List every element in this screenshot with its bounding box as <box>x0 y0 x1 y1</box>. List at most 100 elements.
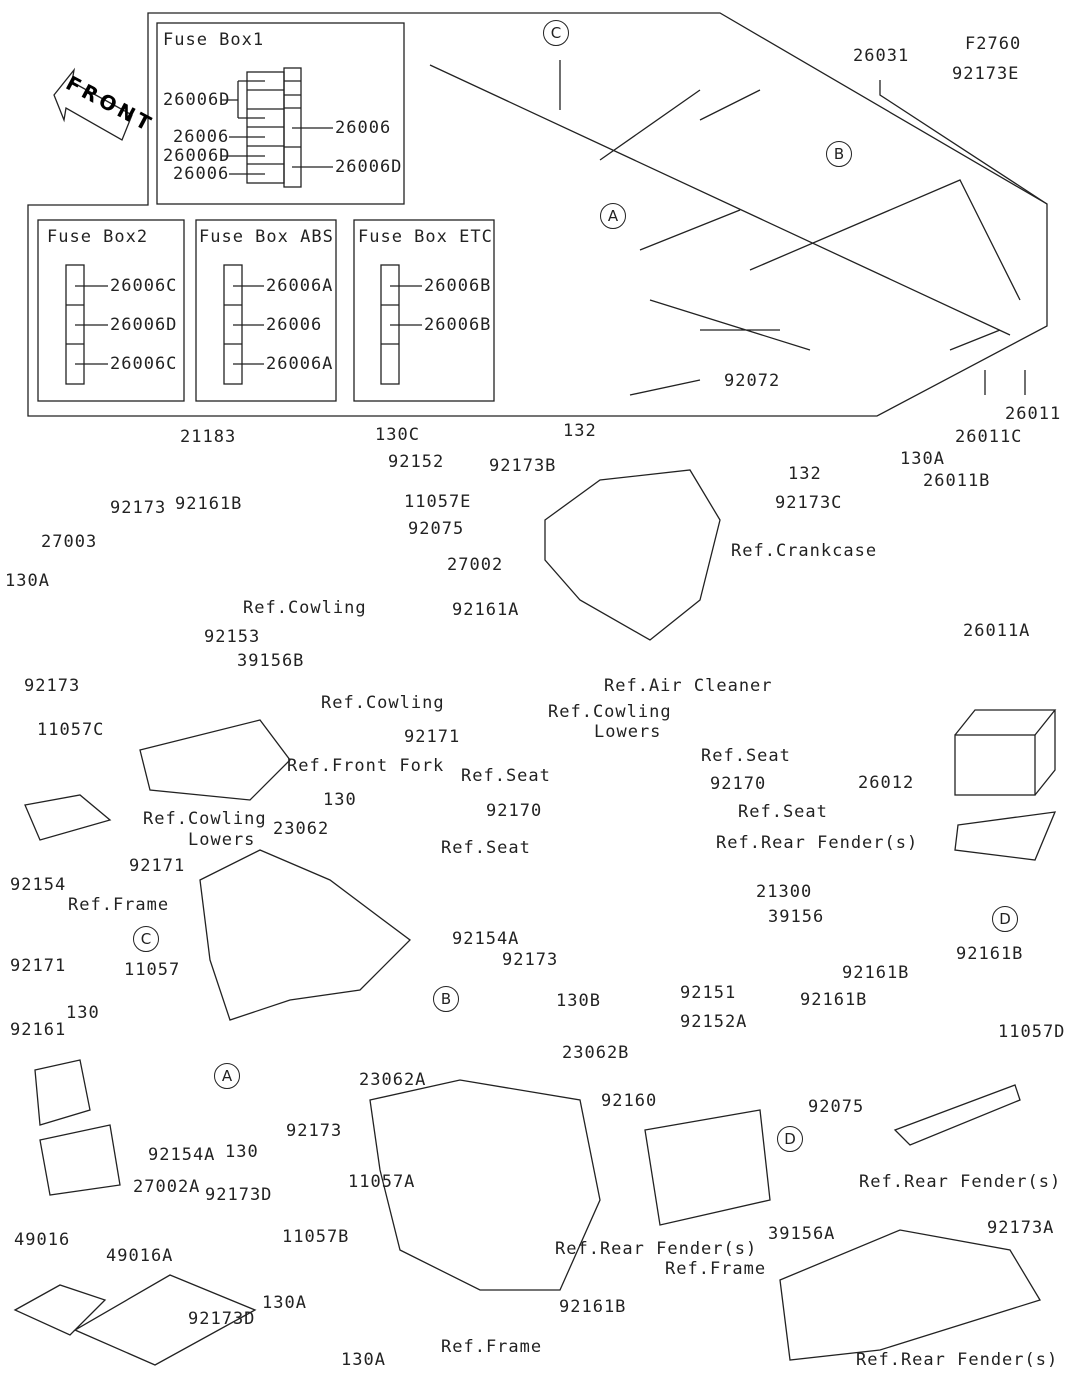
callout-d: D <box>992 906 1018 932</box>
fuse-box-abs-title: Fuse Box ABS <box>199 227 334 247</box>
part-label: 92173 <box>110 498 167 518</box>
part-label: 130 <box>66 1003 100 1023</box>
part-label: 26006 <box>173 127 230 147</box>
part-label: 92171 <box>10 956 67 976</box>
reference-label: Ref.Cowling <box>143 809 267 829</box>
reference-label: Ref.Rear Fender(s) <box>859 1172 1062 1192</box>
callout-b: B <box>433 986 459 1012</box>
reference-label: Ref.Seat <box>701 746 791 766</box>
part-label: 11057A <box>348 1172 416 1192</box>
part-label: 130A <box>5 571 50 591</box>
part-label: 92161B <box>800 990 868 1010</box>
reference-label: Ref.Seat <box>738 802 828 822</box>
part-label: 130A <box>341 1350 386 1370</box>
reference-label: Ref.Front Fork <box>287 756 445 776</box>
part-label: 11057D <box>998 1022 1066 1042</box>
part-label: 92152A <box>680 1012 748 1032</box>
part-label: 27002A <box>133 1177 201 1197</box>
part-label: 39156A <box>768 1224 836 1244</box>
part-label: 26006A <box>266 354 334 374</box>
callout-b: B <box>826 141 852 167</box>
fuse-box-etc-title: Fuse Box ETC <box>358 227 493 247</box>
part-label: 92171 <box>404 727 461 747</box>
part-label: 92161B <box>175 494 243 514</box>
part-label: 26011A <box>963 621 1031 641</box>
reference-label: Ref.Frame <box>665 1259 767 1279</box>
part-label: 92154 <box>10 875 67 895</box>
part-label: 92170 <box>710 774 767 794</box>
frame-shape <box>199 849 411 1021</box>
reference-label: Lowers <box>188 830 256 850</box>
part-label: 92173C <box>775 493 843 513</box>
reference-label: Ref.Rear Fender(s) <box>856 1350 1059 1370</box>
part-label: 92173 <box>502 950 559 970</box>
part-label: 26012 <box>858 773 915 793</box>
part-label: 92173 <box>24 676 81 696</box>
part-label: 23062A <box>359 1070 427 1090</box>
part-label: 92152 <box>388 452 445 472</box>
reference-label: Ref.Rear Fender(s) <box>555 1239 758 1259</box>
part-label: 92173D <box>188 1309 256 1329</box>
callout-d: D <box>777 1126 803 1152</box>
part-label: 26006A <box>266 276 334 296</box>
front-arrow-icon <box>53 67 133 141</box>
harness-frame <box>27 12 1048 417</box>
callout-a: A <box>600 203 626 229</box>
reference-label: Ref.Crankcase <box>731 541 878 561</box>
fuse-box-abs-frame <box>195 219 337 402</box>
part-label: 39156 <box>768 907 825 927</box>
fuse-box1-frame <box>156 22 405 205</box>
part-label: 92173 <box>286 1121 343 1141</box>
reference-label: Ref.Air Cleaner <box>604 676 773 696</box>
figure-code: F2760 <box>965 34 1022 54</box>
callout-c: C <box>543 20 569 46</box>
part-label: 92161 <box>10 1020 67 1040</box>
part-label: 92154A <box>452 929 520 949</box>
part-label: 92173B <box>489 456 557 476</box>
part-label: 23062 <box>273 819 330 839</box>
part-label: 26031 <box>853 46 910 66</box>
part-label: 26011 <box>1005 404 1062 424</box>
part-label: 92171 <box>129 856 186 876</box>
reference-label: Ref.Seat <box>441 838 531 858</box>
part-label: 26011C <box>955 427 1023 447</box>
reference-label: Ref.Frame <box>441 1337 543 1357</box>
reference-label: Ref.Seat <box>461 766 551 786</box>
part-label: 26006C <box>110 276 178 296</box>
fuse-box2-title: Fuse Box2 <box>47 227 149 247</box>
part-label: 92173E <box>952 64 1020 84</box>
part-label: 92161B <box>956 944 1024 964</box>
part-label: 26006 <box>173 164 230 184</box>
part-label: 11057E <box>404 492 472 512</box>
part-label: 92072 <box>724 371 781 391</box>
part-label: 130 <box>225 1142 259 1162</box>
part-label: 92173A <box>987 1218 1055 1238</box>
part-label: 21183 <box>180 427 237 447</box>
part-label: 92161B <box>842 963 910 983</box>
part-label: 27003 <box>41 532 98 552</box>
reference-label: Ref.Rear Fender(s) <box>716 833 919 853</box>
part-label: 27002 <box>447 555 504 575</box>
part-label: 11057B <box>282 1227 350 1247</box>
part-label: 92161B <box>559 1297 627 1317</box>
part-label: 92170 <box>486 801 543 821</box>
battery-shape <box>954 734 1036 796</box>
part-label: 39156B <box>237 651 305 671</box>
reference-label: Ref.Cowling <box>548 702 672 722</box>
reference-label: Ref.Cowling <box>243 598 367 618</box>
part-label: 26006B <box>424 276 492 296</box>
callout-a: A <box>214 1063 240 1089</box>
part-label: 11057 <box>124 960 181 980</box>
part-label: 11057C <box>37 720 105 740</box>
part-label: 130C <box>375 425 420 445</box>
part-label: 26006D <box>335 157 403 177</box>
part-label: 26006D <box>110 315 178 335</box>
part-label: 49016A <box>106 1246 174 1266</box>
part-label: 26006C <box>110 354 178 374</box>
air-cleaner-shape <box>544 469 721 641</box>
part-label: 92075 <box>408 519 465 539</box>
part-label: 130A <box>262 1293 307 1313</box>
part-label: 130B <box>556 991 601 1011</box>
